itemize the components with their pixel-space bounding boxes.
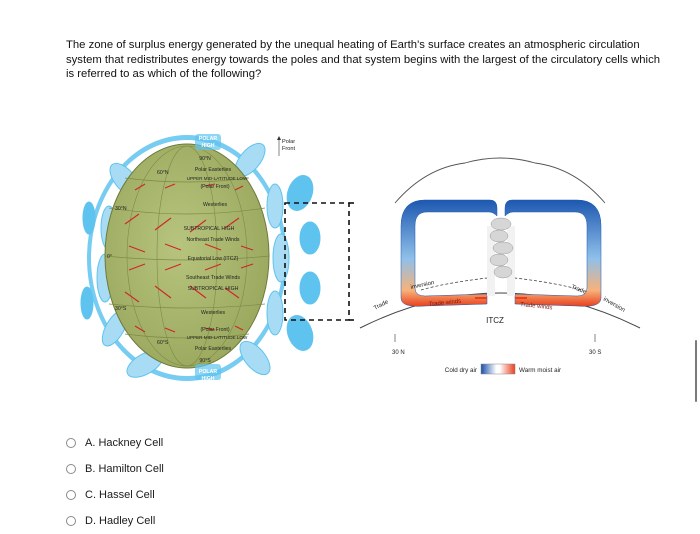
polar-high-bottom-2: HIGH: [202, 376, 215, 382]
radio-button-a[interactable]: [66, 438, 76, 448]
figure-svg: POLAR HIGH 90°N 60°N 30°N 0° 30°S 60°S 9…: [80, 134, 641, 382]
zoom-box: [284, 202, 357, 321]
globe: [104, 134, 270, 380]
question-line-2: system that redistributes energy towards…: [66, 53, 660, 66]
upper-mid-lat-low-s: UPPER MID-LATITUDE LOW: [187, 335, 248, 340]
polar-high-top-2: HIGH: [202, 143, 215, 149]
option-c-label: C. Hassel Cell: [85, 489, 155, 501]
trade-left-label: Trade: [373, 299, 390, 312]
lat-30s: 30°S: [115, 306, 127, 312]
option-a-label: A. Hackney Cell: [85, 437, 164, 449]
polar-front-n: (Polar Front): [200, 184, 229, 190]
equatorial-low: Equatorial Low (ITCZ): [188, 256, 239, 262]
lat-60n: 60°N: [157, 170, 169, 176]
polar-front-s: (Polar Front): [200, 327, 229, 333]
option-d-label: D. Hadley Cell: [85, 515, 156, 527]
question-text: The zone of surplus energy generated by …: [66, 38, 666, 82]
answer-options: A. Hackney Cell B. Hamilton Cell C. Hass…: [66, 430, 164, 534]
polar-front-callout-2: Front: [282, 146, 296, 152]
inversion-right-label: inversion: [602, 297, 626, 314]
radio-button-b[interactable]: [66, 464, 76, 474]
trade-winds-left-label: Trade winds: [429, 299, 462, 308]
polar-easterlies-s: Polar Easterlies: [195, 346, 232, 352]
question-line-3: is referred to as which of the following…: [66, 68, 262, 80]
question-line-1: The zone of surplus energy generated by …: [66, 39, 640, 51]
polar-front-arrow-icon: [277, 136, 281, 140]
polar-high-top-1: POLAR: [199, 136, 217, 142]
option-d[interactable]: D. Hadley Cell: [66, 508, 164, 534]
lat-30n-label: 30 N: [392, 350, 405, 356]
temperature-legend: Cold dry air Warm moist air: [445, 363, 561, 375]
circulation-figure: POLAR HIGH 90°N 60°N 30°N 0° 30°S 60°S 9…: [80, 128, 655, 388]
legend-cold-label: Cold dry air: [445, 367, 477, 374]
westerlies-n: Westerlies: [203, 202, 228, 208]
lat-90n: 90°N: [199, 156, 211, 162]
lat-30s-label: 30 S: [589, 350, 601, 356]
upper-mid-lat-low-n: UPPER MID-LATITUDE LOW: [187, 176, 248, 181]
globe-labels: POLAR HIGH 90°N 60°N 30°N 0° 30°S 60°S 9…: [107, 136, 296, 382]
legend-warm-label: Warm moist air: [519, 367, 561, 374]
trade-right-label: Trade: [570, 284, 587, 296]
subtropical-high-s: SUBTROPICAL HIGH: [188, 286, 239, 292]
inversion-left-label: inversion: [410, 280, 435, 291]
ne-trade-winds: Northeast Trade Winds: [186, 237, 239, 243]
option-b-label: B. Hamilton Cell: [85, 463, 164, 475]
polar-front-callout-1: Polar: [282, 139, 295, 145]
trade-winds-right-label: Trade winds: [520, 302, 553, 311]
legend-gradient-bar: [480, 363, 516, 375]
lat-60s: 60°S: [157, 340, 169, 346]
option-b[interactable]: B. Hamilton Cell: [66, 456, 164, 482]
option-c[interactable]: C. Hassel Cell: [66, 482, 164, 508]
westerlies-s: Westerlies: [201, 310, 226, 316]
radio-button-d[interactable]: [66, 516, 76, 526]
lat-0: 0°: [107, 254, 112, 260]
option-a[interactable]: A. Hackney Cell: [66, 430, 164, 456]
itcz-label: ITCZ: [486, 316, 504, 325]
polar-high-bottom-1: POLAR: [199, 369, 217, 375]
hadley-cell-diagram: [359, 157, 641, 342]
radio-button-c[interactable]: [66, 490, 76, 500]
subtropical-high-n: SUBTROPICAL HIGH: [184, 226, 235, 232]
lat-30n: 30°N: [115, 206, 127, 212]
se-trade-winds: Southeast Trade Winds: [186, 275, 240, 281]
polar-easterlies-n: Polar Easterlies: [195, 167, 232, 173]
lat-90s: 90°S: [199, 358, 211, 364]
scrollbar[interactable]: [695, 340, 697, 402]
